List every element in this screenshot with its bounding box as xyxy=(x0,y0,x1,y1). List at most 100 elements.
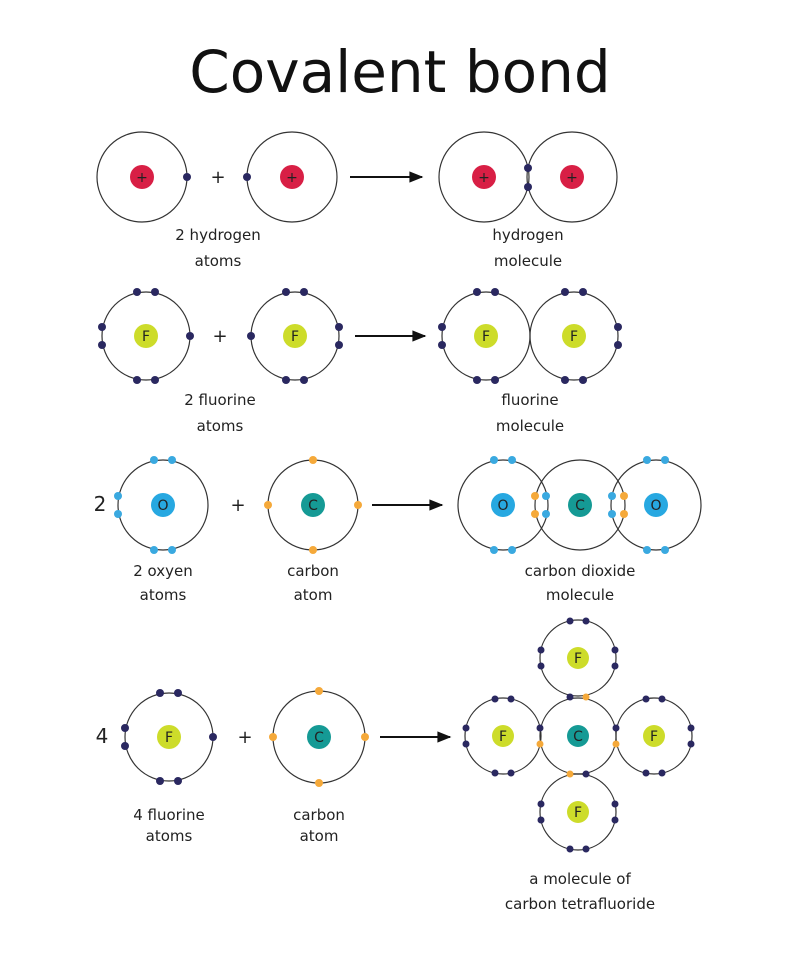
electron xyxy=(98,341,106,349)
nucleus-symbol: + xyxy=(478,170,490,186)
electron xyxy=(473,288,481,296)
electron xyxy=(614,341,622,349)
electron xyxy=(151,376,159,384)
hydrogen-nucleus xyxy=(472,165,496,189)
fluorine-nucleus xyxy=(474,324,498,348)
shared-electron xyxy=(566,770,574,778)
carbon-nucleus xyxy=(307,725,331,749)
hydrogen-molecule: + + xyxy=(438,131,618,223)
electron xyxy=(300,376,308,384)
nucleus-symbol: F xyxy=(499,729,507,745)
electron xyxy=(168,546,176,554)
reactant-label: atoms xyxy=(197,417,244,435)
product-label: carbon dioxide xyxy=(525,562,636,580)
electron xyxy=(174,689,182,697)
fluorine-nucleus xyxy=(134,324,158,348)
plus-sign: + xyxy=(212,326,227,347)
carbon-nucleus xyxy=(567,725,589,747)
fluorine-nucleus xyxy=(567,801,589,823)
hydrogen-nucleus xyxy=(130,165,154,189)
electron xyxy=(114,492,122,500)
nucleus-symbol: C xyxy=(573,729,583,745)
electron xyxy=(315,779,323,787)
product-label: molecule xyxy=(496,417,564,435)
nucleus-symbol: O xyxy=(497,498,508,514)
carbon-atom: C xyxy=(269,687,369,787)
electron xyxy=(491,695,499,703)
electron-shell xyxy=(117,459,209,551)
reactant-label: atoms xyxy=(195,252,242,270)
nucleus-symbol: + xyxy=(136,170,148,186)
electron xyxy=(121,724,129,732)
electron xyxy=(183,173,191,181)
electron xyxy=(133,288,141,296)
electron xyxy=(566,617,574,625)
row-fluorine: F + F F F xyxy=(98,288,622,435)
electron xyxy=(614,323,622,331)
carbon-nucleus xyxy=(301,493,325,517)
carbon-atom: C xyxy=(264,456,362,554)
electron xyxy=(579,376,587,384)
product-label: a molecule of xyxy=(529,870,631,888)
electron xyxy=(462,740,470,748)
electron xyxy=(209,733,217,741)
fluorine-nucleus xyxy=(562,324,586,348)
electron xyxy=(156,689,164,697)
electron xyxy=(579,288,587,296)
fluorine-nucleus xyxy=(567,647,589,669)
electron xyxy=(490,546,498,554)
fluorine-nucleus xyxy=(283,324,307,348)
hydrogen-nucleus xyxy=(280,165,304,189)
electron xyxy=(133,376,141,384)
electron xyxy=(335,323,343,331)
nucleus-symbol: C xyxy=(575,498,585,514)
electron xyxy=(156,777,164,785)
shared-electron xyxy=(524,183,532,191)
carbon-dioxide-molecule: O C O xyxy=(457,456,702,554)
multiplier: 4 xyxy=(96,724,109,748)
fluorine-molecule: F F xyxy=(438,288,622,384)
electron xyxy=(335,341,343,349)
electron xyxy=(354,501,362,509)
electron xyxy=(168,456,176,464)
shared-electron xyxy=(612,740,620,748)
electron xyxy=(174,777,182,785)
electron xyxy=(243,173,251,181)
fluorine-nucleus xyxy=(157,725,181,749)
nucleus-symbol: F xyxy=(574,805,582,821)
electron-shell xyxy=(457,459,549,551)
electron xyxy=(247,332,255,340)
electron xyxy=(561,288,569,296)
row-carbon-dioxide: 2 O + C O xyxy=(94,456,702,604)
electron xyxy=(687,740,695,748)
electron-shell xyxy=(610,459,702,551)
electron xyxy=(150,546,158,554)
electron-shell xyxy=(615,697,693,775)
shared-electron xyxy=(612,724,620,732)
oxygen-atom: O xyxy=(114,456,209,554)
electron xyxy=(658,769,666,777)
carbon-label: atom xyxy=(300,827,339,845)
oxygen-nucleus xyxy=(491,493,515,517)
electron xyxy=(661,456,669,464)
electron xyxy=(490,456,498,464)
electron xyxy=(537,816,545,824)
electron xyxy=(687,724,695,732)
nucleus-symbol: F xyxy=(574,651,582,667)
fluorine-label: 4 fluorine xyxy=(133,806,205,824)
plus-sign: + xyxy=(230,495,245,516)
electron xyxy=(150,456,158,464)
page-title: Covalent bond xyxy=(189,38,610,106)
electron xyxy=(309,456,317,464)
electron xyxy=(491,769,499,777)
reactant-label: 2 hydrogen xyxy=(175,226,261,244)
reactant-label: 2 fluorine xyxy=(184,391,256,409)
nucleus-symbol: + xyxy=(286,170,298,186)
product-label: molecule xyxy=(494,252,562,270)
multiplier: 2 xyxy=(94,492,107,516)
electron-shell xyxy=(529,291,619,381)
plus-sign: + xyxy=(237,727,252,748)
electron xyxy=(611,816,619,824)
electron xyxy=(561,376,569,384)
electron xyxy=(309,546,317,554)
